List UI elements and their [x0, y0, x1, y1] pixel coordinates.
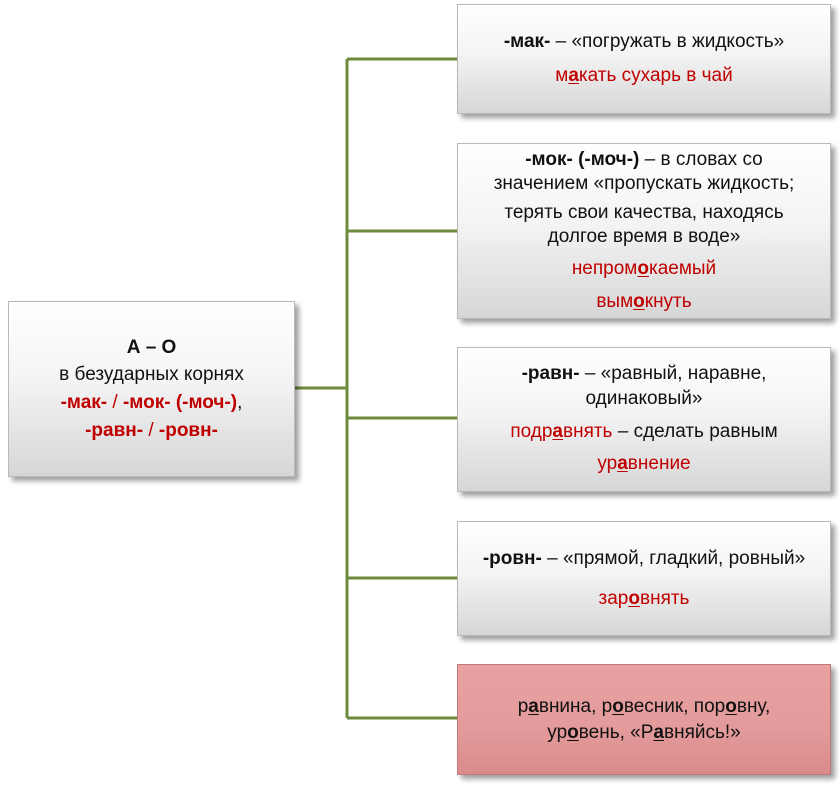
exceptions-line2: уровень, «Равняйсь!»	[547, 721, 741, 743]
ravn-example-1: подравнять – сделать равным	[510, 420, 778, 442]
box-root-mok: -мок- (-моч-) – в словах со значением «п…	[457, 143, 831, 319]
exceptions-line1: равнина, ровесник, поровну,	[517, 695, 771, 717]
mok-definition-line1: -мок- (-моч-) – в словах со	[525, 149, 763, 171]
box-root-mak: -мак- – «погружать в жидкость» макать су…	[457, 4, 831, 114]
mok-definition-line3: терять свои качества, находясь	[504, 201, 784, 223]
main-title: А – О	[126, 336, 177, 358]
mok-definition-line4: долгое время в воде»	[547, 226, 741, 247]
ravn-definition-line2: одинаковый»	[585, 387, 703, 409]
ravn-definition-line1: -равн- – «равный, наравне,	[521, 363, 767, 385]
main-roots-line1: -мак- / -мок- (-моч-),	[60, 392, 243, 413]
box-exceptions: равнина, ровесник, поровну, уровень, «Ра…	[457, 664, 831, 775]
rovn-example: заровнять	[598, 587, 690, 609]
mok-definition-line2: значением «пропускать жидкость;	[493, 173, 795, 195]
main-roots-line2: -равн- / -ровн-	[85, 419, 218, 441]
box-root-rovn: -ровн- – «прямой, гладкий, ровный» заров…	[457, 521, 831, 636]
box-root-ravn: -равн- – «равный, наравне, одинаковый» п…	[457, 347, 831, 492]
main-subtitle: в безударных корнях	[59, 364, 244, 386]
main-rule-box: А – О в безударных корнях -мак- / -мок- …	[8, 301, 295, 477]
mak-definition: -мак- – «погружать в жидкость»	[503, 31, 785, 53]
mok-example-2: вымокнуть	[596, 290, 692, 312]
rovn-definition: -ровн- – «прямой, гладкий, ровный»	[482, 547, 806, 569]
mak-example: макать сухарь в чай	[555, 65, 733, 86]
ravn-example-2: уравнение	[597, 453, 691, 475]
mok-example-1: непромокаемый	[571, 258, 717, 280]
